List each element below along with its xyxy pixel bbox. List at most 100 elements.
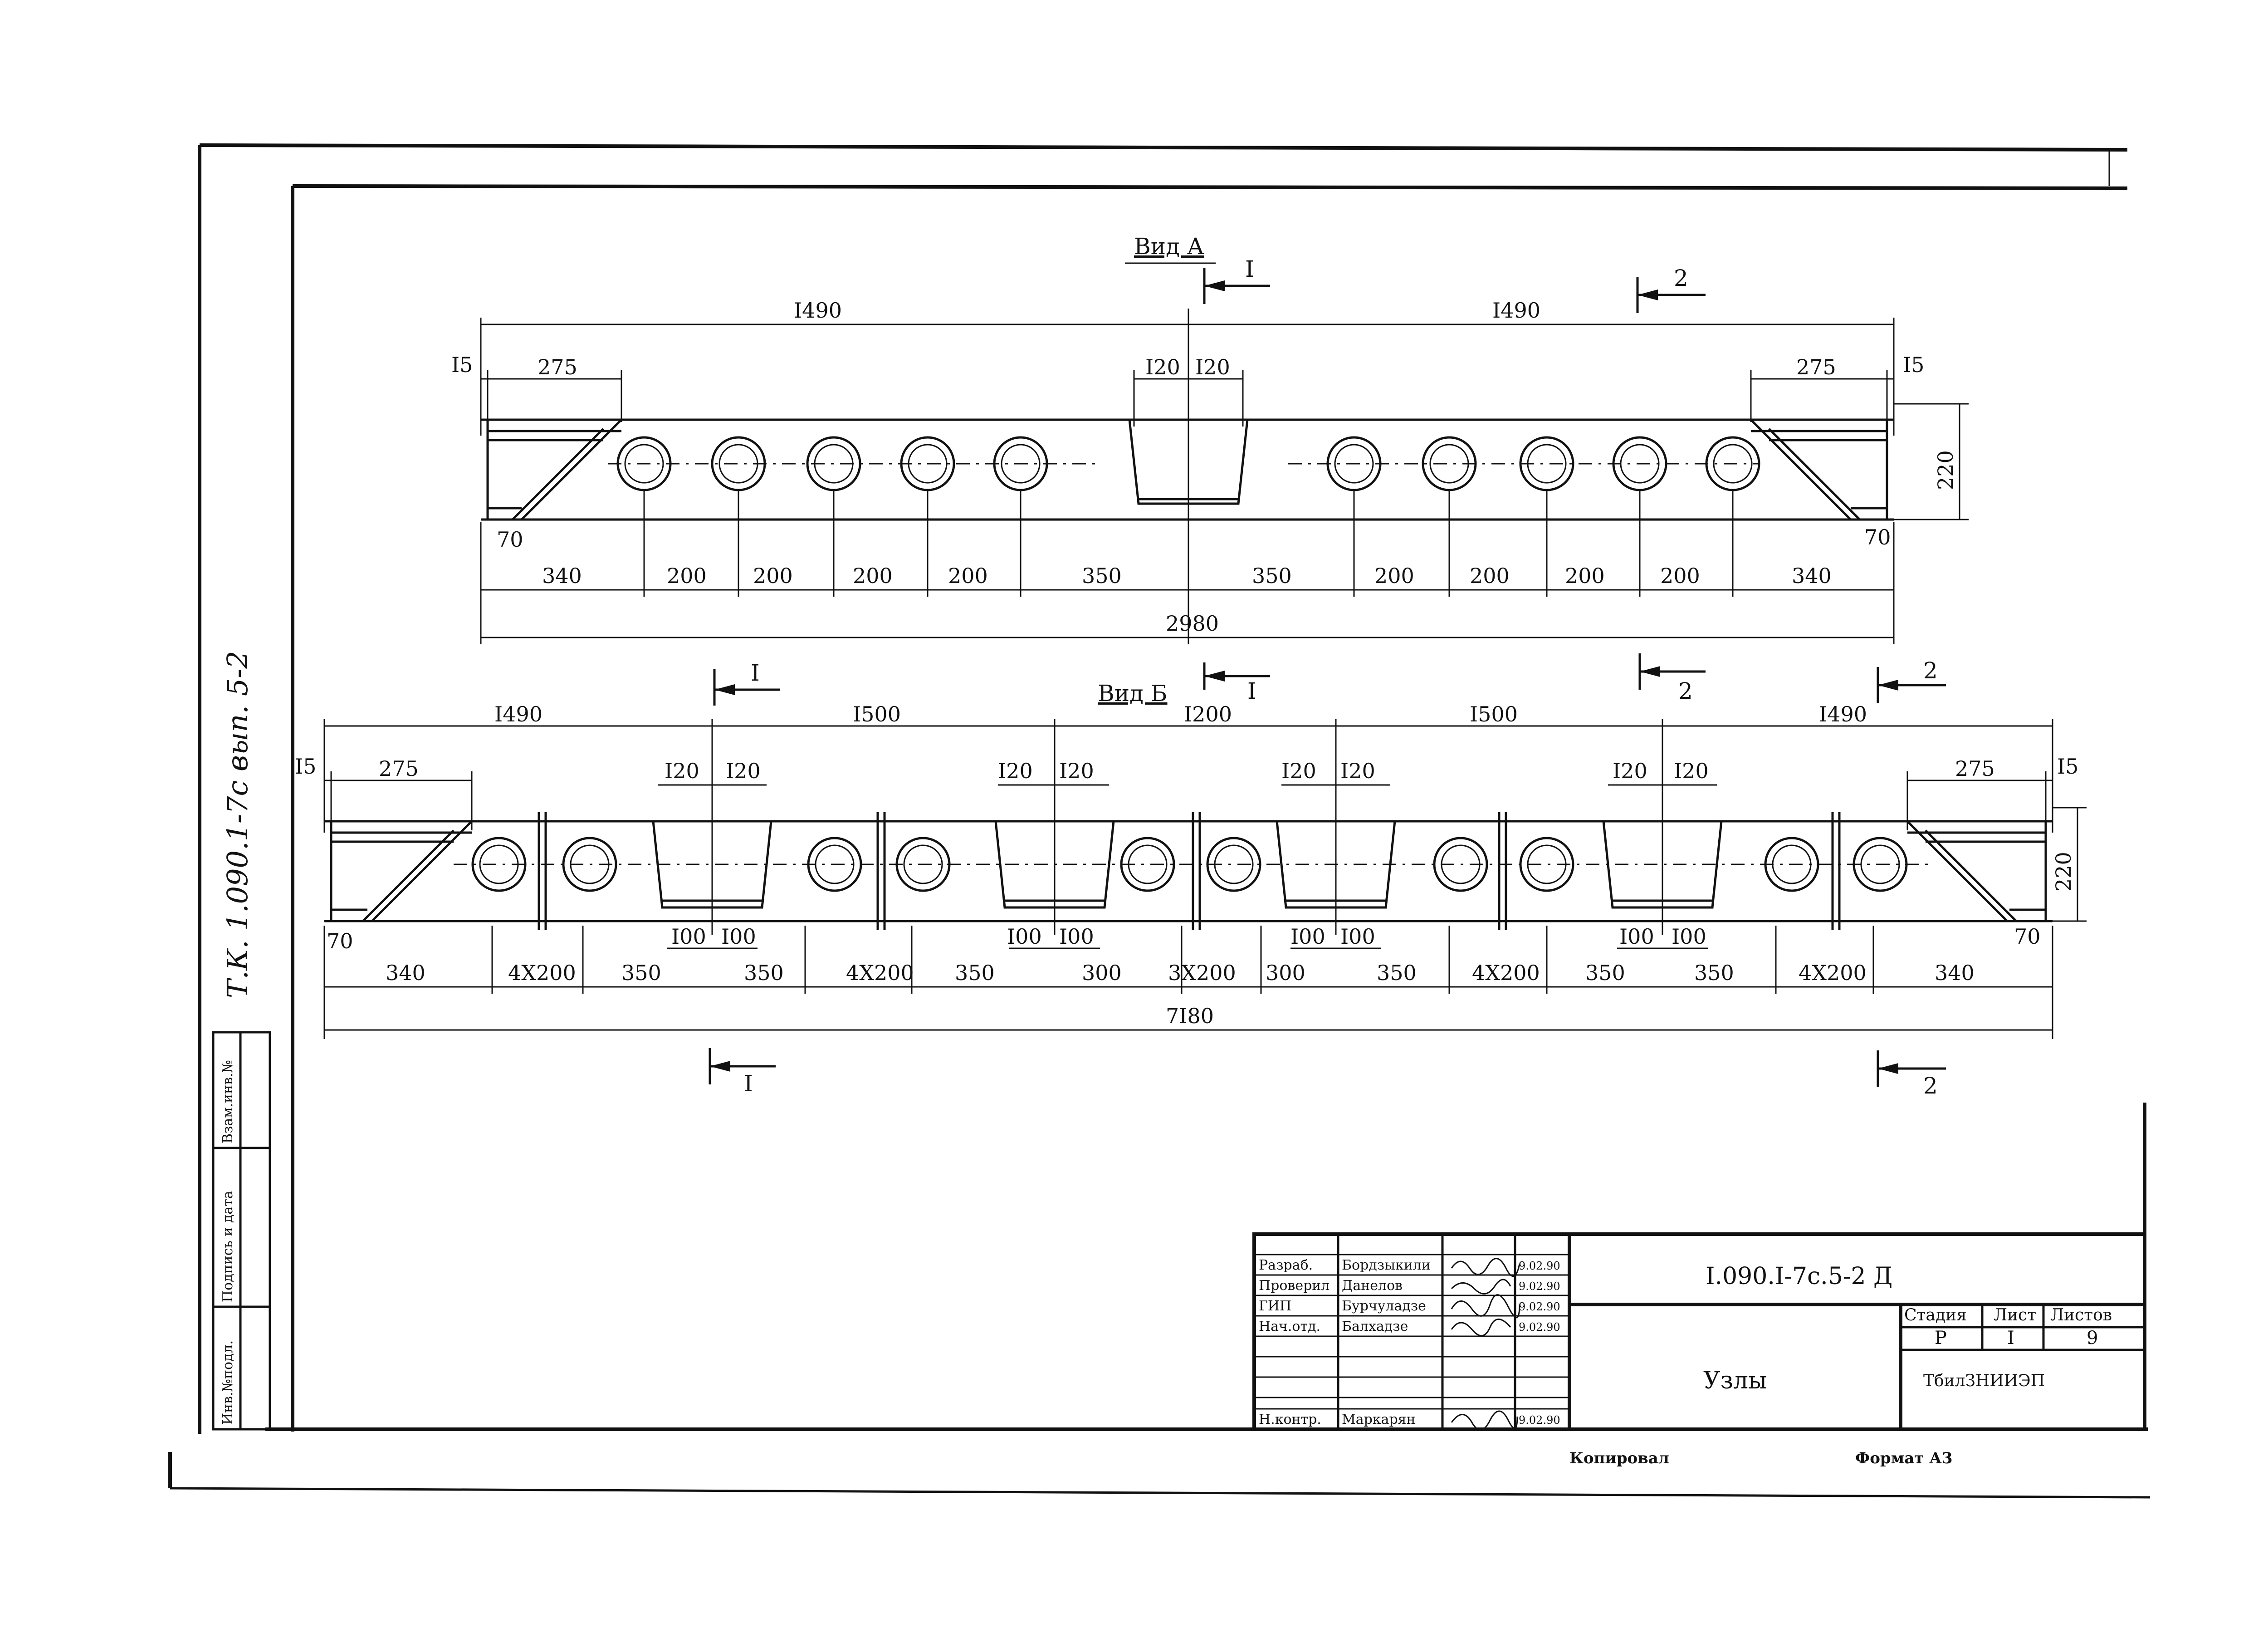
- tb-row4-role: Н.контр.: [1259, 1412, 1321, 1427]
- side-table-col1: Инв.№подл.: [220, 1340, 236, 1425]
- view-a-dim-b1: 200: [667, 564, 707, 588]
- view-a-dim-b9: 200: [1565, 564, 1605, 588]
- view-b-dim-15-left: I5: [295, 754, 316, 779]
- view-a: Вид А I 2 I490 I490 I5 275 I20: [451, 233, 1969, 644]
- view-b-section-1-bottom-marker: I: [709, 1048, 776, 1097]
- view-b-p3-100a: I00: [1290, 924, 1325, 949]
- view-b-section-1-left-marker: I: [713, 660, 780, 706]
- view-b-dim-b13: 4X200: [1799, 961, 1867, 985]
- view-a-holes-right: [1326, 436, 1760, 491]
- view-a-dim-15-left: I5: [451, 353, 473, 377]
- view-b-p3-100b: I00: [1340, 924, 1375, 949]
- side-table-col3: Взам.инв.№: [220, 1060, 236, 1143]
- view-b-p1-120b: I20: [726, 759, 761, 783]
- view-a-dim-70-left: 70: [497, 527, 523, 552]
- title-block-stage-label: Стадия: [1904, 1306, 1967, 1324]
- view-b-plate-dims-top: I20 I20 I20 I20 I20 I20 I20 I20: [658, 759, 1717, 786]
- side-table: Инв.№подл. Подпись и дата Взам.инв.№: [212, 1031, 271, 1431]
- view-a-dim-b4: 200: [948, 564, 988, 588]
- view-b-section-1-center-marker: I: [1203, 662, 1270, 704]
- view-b-p2-120a: I20: [998, 759, 1033, 783]
- view-a-dim-275-right: 275: [1796, 355, 1836, 379]
- view-b-p4-100a: I00: [1619, 924, 1654, 949]
- view-b-p3-120a: I20: [1281, 759, 1316, 783]
- title-block-title: Узлы: [1703, 1367, 1767, 1394]
- view-a-dim-b5: 350: [1082, 564, 1122, 588]
- view-b-dim-b6: 300: [1082, 961, 1122, 985]
- tb-row3-date: 9.02.90: [1519, 1321, 1560, 1334]
- view-b-p1-120a: I20: [665, 759, 699, 783]
- view-b-total: 7I80: [1166, 1004, 1214, 1028]
- copied-label: Копировал: [1569, 1449, 1669, 1467]
- view-b-p3-120b: I20: [1340, 759, 1375, 783]
- view-b-section-2-bottom: 2: [1923, 1073, 1938, 1099]
- view-b-dim-b9: 350: [1377, 961, 1417, 985]
- view-b-dim-b5: 350: [955, 961, 995, 985]
- view-b-dim-b2: 350: [621, 961, 661, 985]
- view-b-dim-275-left: 275: [379, 756, 419, 781]
- tb-row0-name: Бордзыкили: [1342, 1257, 1431, 1273]
- view-b-dim-b0: 340: [386, 961, 425, 985]
- view-b-dim-b8: 300: [1266, 961, 1305, 985]
- view-b-section-1-bottom: I: [744, 1070, 753, 1097]
- view-b-dim-b12: 350: [1694, 961, 1734, 985]
- view-b-p4-100b: I00: [1672, 924, 1706, 949]
- view-a-dim-b0: 340: [542, 564, 582, 588]
- view-b-break-marks: [538, 812, 1841, 930]
- view-a-total: 2980: [1166, 611, 1219, 636]
- view-b-holes: [471, 837, 1908, 892]
- title-block-sheet-label: Лист: [1994, 1306, 2036, 1324]
- view-b-dim-top-4: I490: [1819, 702, 1867, 726]
- view-b-section-2-bottom-marker: 2: [1877, 1050, 1946, 1099]
- side-table-col2: Подпись и дата: [220, 1191, 236, 1302]
- view-b-p4-120a: I20: [1613, 759, 1647, 783]
- view-b-dim-70-right: 70: [2014, 924, 2041, 949]
- format-label: Формат А3: [1855, 1449, 1953, 1467]
- view-b: I I 2 2 Вид Б I490 I500 I 2: [295, 653, 2087, 1099]
- view-a-dim-top-right: I490: [1492, 298, 1540, 323]
- view-b-plates: [652, 808, 1723, 935]
- view-b-section-2-center-marker: 2: [1638, 653, 1706, 704]
- view-b-dim-b14: 340: [1935, 961, 1975, 985]
- view-b-section-2-right-marker: 2: [1877, 657, 1946, 703]
- view-a-section-2: 2: [1674, 265, 1688, 291]
- view-b-dim-70-left: 70: [327, 929, 353, 953]
- title-block-doc-code: I.090.I-7с.5-2 Д: [1706, 1263, 1892, 1290]
- title-block-sheets: 9: [2087, 1328, 2098, 1349]
- view-b-section-2-top-center: 2: [1678, 678, 1693, 704]
- tb-row0-date: 9.02.90: [1519, 1260, 1560, 1272]
- view-b-dim-top-0: I490: [494, 702, 543, 726]
- view-a-dim-70-right: 70: [1864, 525, 1891, 549]
- view-a-dim-b3: 200: [853, 564, 893, 588]
- title-block: I.090.I-7с.5-2 Д Узлы ТбилЗНИИЭП Стадия …: [1252, 1232, 2146, 1431]
- view-b-dim-top-2: I200: [1184, 702, 1232, 726]
- view-a-dim-120-left: I20: [1145, 355, 1180, 379]
- view-b-dim-b4: 4X200: [846, 961, 914, 985]
- view-b-label: Вид Б: [1098, 680, 1168, 706]
- view-a-dim-b8: 200: [1470, 564, 1510, 588]
- tb-row2-name: Бурчуладзе: [1342, 1298, 1426, 1314]
- side-stamp: Т.К. 1.090.1-7с вып. 5-2: [221, 651, 254, 998]
- tb-row4-date: 9.02.90: [1519, 1414, 1560, 1427]
- view-b-dim-height: 220: [2051, 852, 2076, 892]
- view-a-bottom-ticks: [480, 490, 1895, 644]
- view-a-dim-b11: 340: [1792, 564, 1832, 588]
- view-b-dim-15-right: I5: [2057, 754, 2078, 779]
- view-b-plate-dims-bottom: I00 I00 I00 I00 I00 I00 I00 I00: [667, 924, 1708, 949]
- tb-row1-role: Проверил: [1259, 1278, 1330, 1294]
- view-a-dim-b10: 200: [1660, 564, 1700, 588]
- view-b-dim-b1: 4X200: [508, 961, 576, 985]
- side-stamp-text: Т.К. 1.090.1-7с вып. 5-2: [221, 651, 254, 998]
- tb-row4-name: Маркарян: [1342, 1412, 1416, 1427]
- tb-row0-role: Разраб.: [1259, 1257, 1313, 1273]
- signatures: [1451, 1258, 1520, 1431]
- view-b-dim-b3: 350: [744, 961, 784, 985]
- view-b-p1-100a: I00: [671, 924, 706, 949]
- tb-row2-role: ГИП: [1259, 1298, 1291, 1314]
- view-a-dim-b2: 200: [753, 564, 793, 588]
- view-b-dim-275-right: 275: [1955, 756, 1995, 781]
- view-b-dim-top-3: I500: [1470, 702, 1518, 726]
- view-b-bottom-ticks: [323, 926, 2053, 1039]
- title-block-org: ТбилЗНИИЭП: [1923, 1372, 2045, 1390]
- view-a-dim-15-right: I5: [1903, 353, 1924, 377]
